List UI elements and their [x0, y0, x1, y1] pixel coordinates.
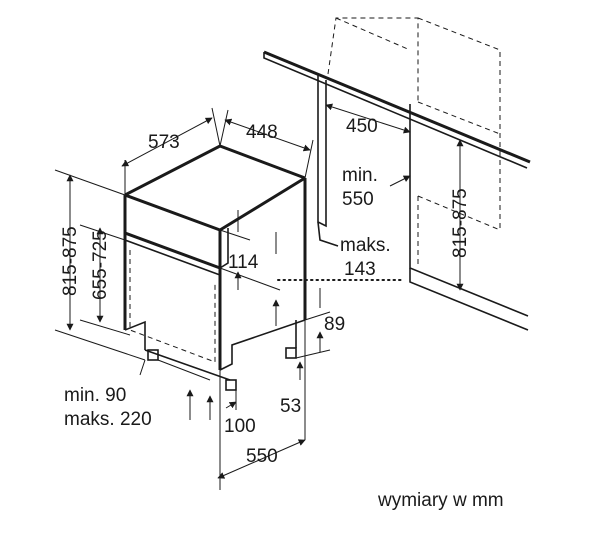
- units-caption: wymiary w mm: [377, 490, 504, 511]
- label-maks143-line1: maks.: [340, 235, 391, 256]
- label-448: 448: [246, 122, 278, 143]
- label-114: 114: [228, 252, 259, 273]
- dimline-450: [325, 103, 411, 134]
- ext-door-bottom-left: [79, 319, 131, 336]
- ext-bottom-left: [54, 329, 146, 361]
- label-min550-line1: min.: [342, 165, 378, 186]
- dimline-100: [225, 401, 237, 409]
- dishwasher-top-back: [124, 144, 306, 197]
- dimline-573: [121, 117, 213, 167]
- ext-foot-depth: [139, 359, 211, 381]
- ext-53: [295, 349, 331, 359]
- panel-side: [219, 228, 229, 269]
- ext-89: [304, 311, 331, 321]
- extension-lines: [54, 107, 331, 490]
- control-panel-bottom: [124, 231, 221, 270]
- niche-bottom-right: [417, 195, 501, 231]
- label-100: 100: [224, 416, 256, 437]
- dishwasher-body: [123, 144, 307, 391]
- dimension-lines: [66, 103, 464, 479]
- label-815-left: 815-875: [60, 226, 81, 296]
- label-815-right: 815-875: [450, 188, 471, 258]
- label-min90: min. 90: [64, 385, 126, 406]
- foot-back-right: [285, 347, 297, 359]
- ext-114-top: [219, 229, 251, 241]
- niche-top-back: [327, 17, 419, 102]
- dimline-448: [224, 118, 311, 152]
- dimline-min550: [389, 175, 411, 187]
- side-panel: [317, 74, 327, 228]
- label-maks220: maks. 220: [64, 409, 152, 430]
- niche-mid: [417, 101, 501, 135]
- countertop-front-edge: [263, 50, 531, 164]
- label-89: 89: [324, 314, 345, 335]
- door-outline: [129, 250, 216, 363]
- ext-top-left: [54, 169, 126, 196]
- ext-114-bottom: [219, 267, 281, 291]
- ext-448: [219, 109, 314, 179]
- floor-line-right: [409, 268, 529, 331]
- label-550-depth: 550: [246, 446, 278, 467]
- dimline-550-depth: [217, 439, 306, 479]
- dishwasher-top-front: [124, 176, 306, 232]
- side-panel-foot: [317, 221, 339, 247]
- foot-front-left: [147, 349, 159, 361]
- niche-top-depth: [335, 17, 501, 230]
- label-573: 573: [148, 132, 180, 153]
- control-panel-lip: [124, 239, 221, 276]
- plinth-left: [124, 320, 146, 350]
- countertop-underside: [263, 52, 528, 169]
- plinth-right: [219, 319, 306, 371]
- label-655: 655-725: [90, 230, 111, 300]
- label-min550-line2: 550: [342, 189, 374, 210]
- dimension-labels: 573 448 450 min. 550 maks. 143 815-875 8…: [60, 116, 504, 511]
- label-53: 53: [280, 396, 301, 417]
- label-450: 450: [346, 116, 378, 137]
- foot-front-right: [225, 379, 237, 391]
- plinth-bottom: [144, 349, 231, 381]
- label-maks143-line2: 143: [344, 259, 376, 280]
